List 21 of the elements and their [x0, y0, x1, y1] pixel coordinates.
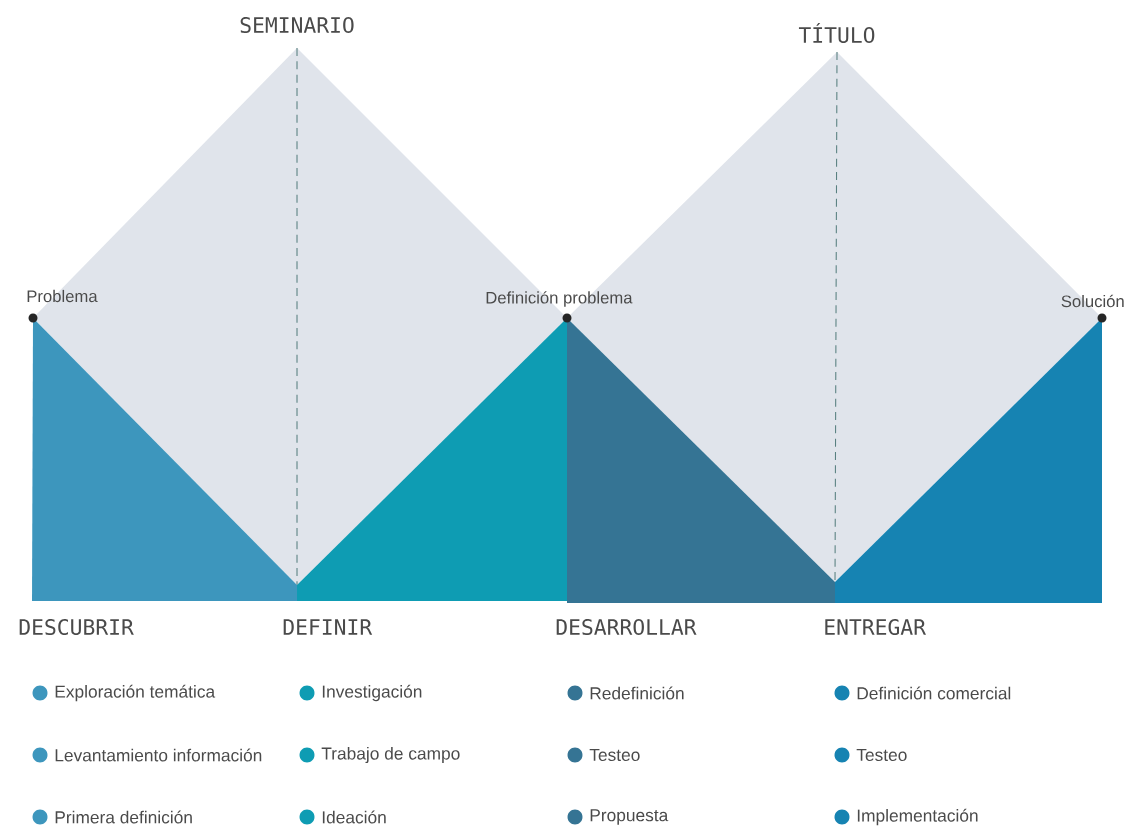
legend-label: Ideación: [322, 810, 386, 824]
legend-label: Investigación: [322, 684, 422, 702]
phase-label: DEFINIR: [283, 619, 373, 635]
point-label: Solución: [1061, 294, 1124, 308]
legend-label: Testeo: [589, 748, 640, 762]
legend-label: Exploración temática: [55, 684, 216, 702]
phase-label: DESARROLLAR: [556, 618, 697, 636]
stage-title: SEMINARIO: [240, 16, 354, 34]
legend-label: Primera definición: [55, 810, 192, 824]
phase-label: ENTREGAR: [825, 618, 926, 636]
point-label: Definición problema: [486, 291, 633, 307]
legend-label: Implementación: [857, 808, 978, 826]
legend-label: Redefinición: [590, 686, 684, 700]
legend-label: Levantamiento información: [55, 748, 262, 762]
legend-label: Propuesta: [590, 809, 669, 825]
stage-title: TÍTULO: [798, 22, 875, 44]
legend-label: Testeo: [856, 748, 907, 762]
legend-label: Trabajo de campo: [321, 746, 460, 764]
legend-label: Definición comercial: [857, 686, 1011, 700]
phase-label: DESCUBRIR: [19, 618, 134, 636]
point-label: Problema: [27, 289, 98, 303]
